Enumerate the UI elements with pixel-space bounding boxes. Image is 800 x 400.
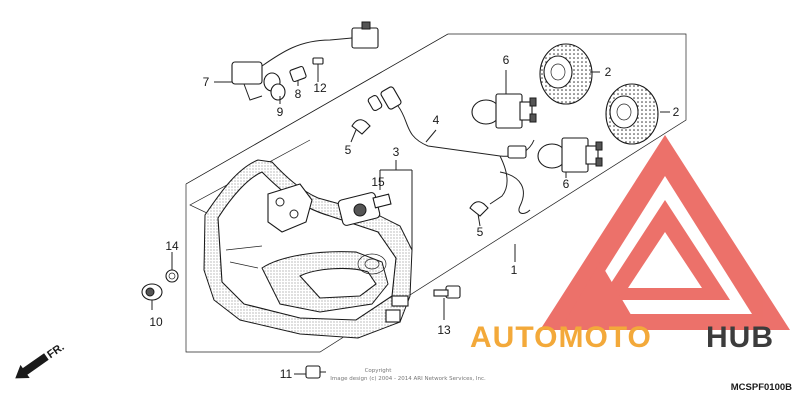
grommet-part-10 (141, 283, 163, 301)
callout-12: 12 (313, 81, 327, 95)
bulb-part-6-upper (471, 93, 537, 129)
bolt-part-13 (433, 285, 461, 299)
nut-part-14 (165, 269, 179, 283)
dust-cover-part-2-upper (539, 43, 593, 105)
callout-7: 7 (203, 75, 210, 89)
front-label: FR. (45, 341, 66, 361)
callout-labels: 1 2 2 3 4 5 5 6 6 7 8 9 10 11 12 13 14 1… (149, 53, 679, 381)
front-arrow-icon (15, 353, 49, 379)
callout-15: 15 (371, 175, 385, 189)
callout-13: 13 (437, 323, 451, 337)
callout-6-upper: 6 (503, 53, 510, 67)
callout-1: 1 (511, 263, 518, 277)
diagram-code: MCSPF0100B (731, 382, 792, 393)
watermark-brand-part2: HUB (706, 321, 774, 354)
adjuster-assembly (337, 192, 392, 226)
callout-8: 8 (295, 87, 302, 101)
callout-5-upper: 5 (345, 143, 352, 157)
watermark-logo (540, 135, 790, 330)
harness-part-7 (231, 21, 379, 101)
callout-9: 9 (277, 105, 284, 119)
callout-2-lower: 2 (673, 105, 680, 119)
clip-part-11 (305, 365, 326, 379)
callout-4: 4 (433, 113, 440, 127)
grommet-part-9 (270, 83, 286, 101)
callout-10: 10 (149, 315, 163, 329)
callout-2-upper: 2 (605, 65, 612, 79)
callout-11: 11 (280, 367, 293, 381)
harness-part-4 (397, 105, 535, 214)
callout-3: 3 (393, 145, 400, 159)
collar-part-8 (289, 65, 307, 83)
screw-part-12 (312, 57, 324, 78)
callout-14: 14 (165, 239, 179, 253)
dust-cover-part-2-lower (605, 83, 659, 145)
copyright-line-1: Copyright (365, 368, 393, 374)
front-direction-marker: FR. (15, 341, 67, 379)
watermark-brand-part1: AUTOMOTO (470, 321, 652, 354)
bulb-part-6-lower (537, 137, 603, 173)
bulb-part-5-lower (469, 201, 489, 217)
leader-lines (151, 70, 670, 375)
headlight-housing (203, 159, 413, 339)
copyright-line-2: Image design (c) 2004 - 2014 ARI Network… (330, 376, 486, 382)
callout-5-lower: 5 (477, 225, 484, 239)
bulb-part-5-upper (351, 86, 402, 135)
callout-6-lower: 6 (563, 177, 570, 191)
